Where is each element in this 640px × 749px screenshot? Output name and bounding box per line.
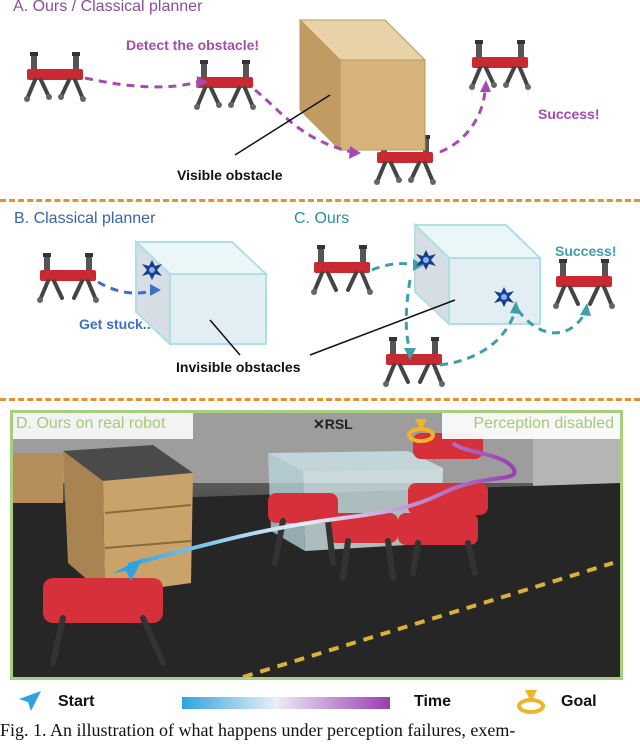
visible-obstacle-box <box>298 18 427 152</box>
panel-a-illustration <box>22 18 533 187</box>
panel-d-title-bg <box>13 413 193 439</box>
divider-bottom <box>0 398 640 401</box>
get-stuck-label: Get stuck.. <box>79 316 151 332</box>
visible-obstacle-label: Visible obstacle <box>177 167 283 183</box>
panel-a-path <box>84 76 487 154</box>
robot-trajectory <box>127 441 517 567</box>
legend-goal: Goal <box>561 693 597 710</box>
perception-label-bg <box>442 413 620 439</box>
panel-b-path <box>97 280 156 295</box>
legend-time: Time <box>414 693 452 710</box>
legend-goal-icon <box>517 690 545 714</box>
robot-c1 <box>309 243 375 297</box>
success-label-c: Success! <box>555 243 617 259</box>
divider-top <box>0 199 640 202</box>
panel-d-title: D. Ours on real robot <box>16 415 166 432</box>
robot-a1 <box>22 50 88 104</box>
invisible-obstacles-label: Invisible obstacles <box>176 359 301 375</box>
obstacle-pointer-c <box>309 299 456 356</box>
legend-start-icon <box>19 691 41 711</box>
photo-scene: ✕RSL <box>13 413 620 677</box>
wooden-crate <box>63 445 193 595</box>
real-robot-photo: ✕RSL D. Ours on real robot Perception di… <box>10 410 623 680</box>
panel-a-title: A. Ours / Classical planner <box>13 0 203 15</box>
robot-a4 <box>467 38 533 92</box>
perception-disabled-label: Perception disabled <box>473 415 614 432</box>
real-robots <box>43 433 488 623</box>
legend-start: Start <box>58 693 95 710</box>
goal-marker-icon <box>407 419 435 443</box>
panel-c-title: C. Ours <box>294 210 350 227</box>
detect-label: Detect the obstacle! <box>126 37 260 53</box>
start-marker-icon <box>113 558 143 581</box>
legend-time-gradient <box>182 697 390 709</box>
panel-bc-illustration <box>35 222 617 389</box>
svg-text:✕RSL: ✕RSL <box>313 416 353 432</box>
obstacle-pointer-b <box>209 319 241 356</box>
success-label-a: Success! <box>538 106 600 122</box>
robot-c3 <box>551 257 617 311</box>
obstacle-pointer-a <box>234 94 331 156</box>
panel-b-title: B. Classical planner <box>14 210 156 227</box>
figure-caption: Fig. 1. An illustration of what happens … <box>0 720 516 740</box>
robot-a2 <box>192 58 258 112</box>
robot-b1 <box>35 251 101 305</box>
invisible-obstacle-c <box>412 222 543 327</box>
robot-c2 <box>381 335 447 389</box>
